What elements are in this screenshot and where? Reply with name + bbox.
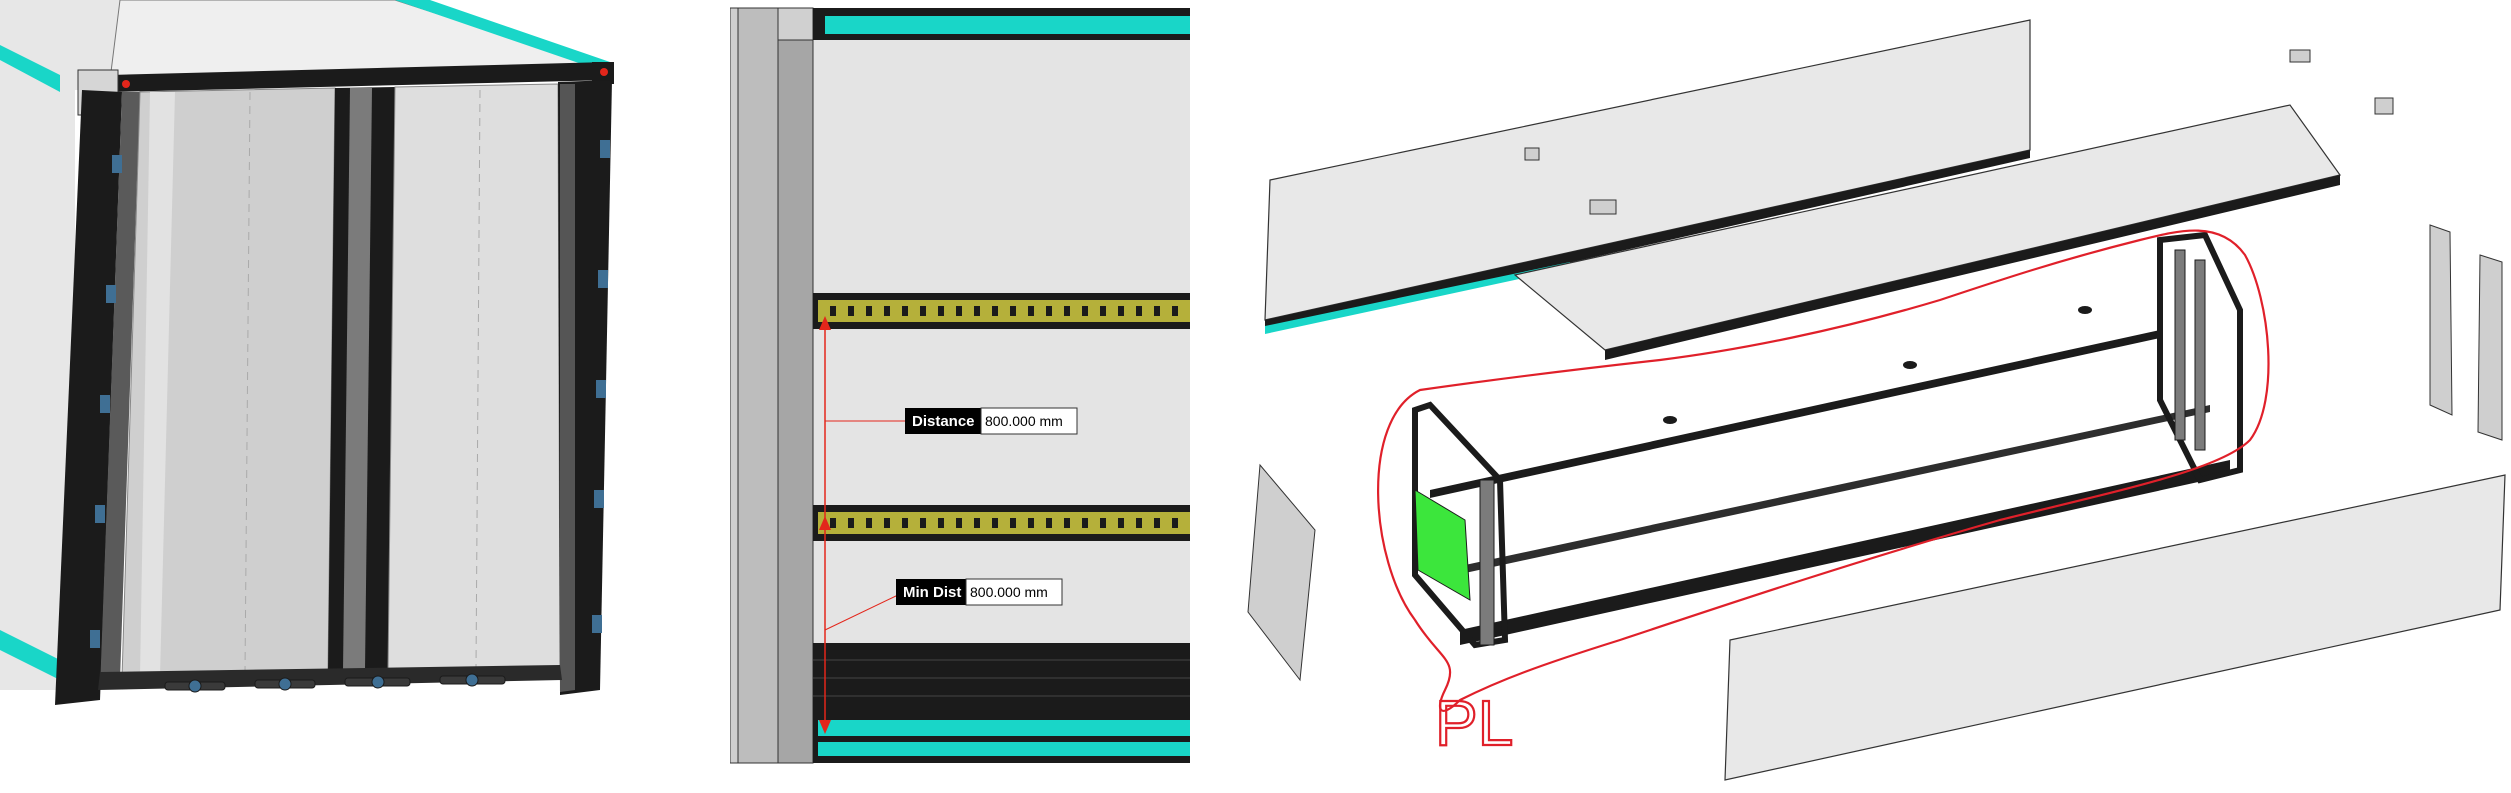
bottom-clamps: [164, 673, 506, 693]
frame-left-post: [1479, 479, 1495, 646]
red-annotation-outline: [1377, 229, 2270, 712]
lower-mounting-rail-face: [818, 512, 1190, 534]
measure-arrow-top: [819, 316, 831, 330]
left-cyan-edge: [0, 45, 60, 92]
left-hinges: [90, 155, 122, 648]
pl-annotation: PL: [1435, 687, 1513, 759]
bottom-cyan-rail-lower: [818, 742, 1190, 756]
frame-hole-3: [2078, 306, 2092, 314]
bottom-cyan-rail: [818, 720, 1190, 736]
frame-bottom-rail: [1460, 460, 2230, 645]
corner-block: [777, 7, 814, 41]
exploded-assembly-drawing: PL: [1247, 19, 2506, 781]
right-side-plate-2: [2477, 254, 2503, 441]
frame-top-rail: [1430, 330, 2160, 498]
left-side-plate: [1247, 463, 1316, 682]
door-panel-right: [387, 83, 561, 671]
left-profile-face: [777, 29, 814, 764]
frame-right-end: [2157, 231, 2243, 484]
distance-label: Distance: [912, 413, 975, 430]
roof-panel-left-cyan: [1265, 262, 1570, 334]
min-dist-callout: Min Dist 800.000 mm: [896, 578, 1063, 606]
door-panel-left-highlight: [140, 92, 175, 677]
frame-middle-rail: [1465, 405, 2210, 573]
left-cyan-edge-bottom: [0, 630, 60, 680]
center-post-inner: [343, 88, 372, 671]
left-profile-outer: [730, 7, 739, 764]
upper-mounting-rail-face: [818, 300, 1190, 322]
top-cyan-edge: [395, 0, 610, 72]
right-post-inner: [560, 84, 575, 692]
base-panel: [1724, 474, 2506, 781]
right-side-plate-1: [2429, 224, 2453, 416]
top-cyan-rail: [825, 16, 1190, 34]
frame-left-end: [1412, 401, 1509, 649]
min-dist-label: Min Dist: [903, 584, 961, 601]
frame-hole-1: [1663, 416, 1677, 424]
frame-hole-2: [1903, 361, 1917, 369]
corner-marker-left: [122, 80, 130, 88]
left-profile: [737, 7, 779, 764]
measurement-view: Distance 800.000 mm Min Dist 800.000 mm: [730, 0, 1190, 793]
measure-arrow-upper-rail: [819, 516, 831, 530]
right-hinges: [592, 140, 610, 633]
lower-rail-slots: [830, 518, 1178, 528]
frame-right-post-1: [2174, 249, 2186, 441]
min-dist-value: 800.000 mm: [970, 584, 1048, 600]
top-frame-rail: [110, 62, 612, 92]
green-mounting-plate: [1414, 489, 1471, 601]
measurement-drawing: Distance 800.000 mm Min Dist 800.000 mm: [730, 7, 1190, 764]
cabinet-front-view: [0, 0, 620, 793]
measure-arrow-bottom: [819, 720, 831, 734]
left-side-panel: [0, 0, 120, 690]
cabinet-front-drawing: [0, 0, 614, 705]
left-post-inner: [100, 92, 140, 690]
distance-callout: Distance 800.000 mm: [905, 407, 1078, 435]
frame-assembly: [1412, 231, 2243, 649]
roof-panel-right-edge: [1605, 175, 2340, 360]
min-dist-leader: [824, 594, 899, 631]
back-plate: [810, 30, 1190, 720]
door-center-line-2: [244, 91, 251, 673]
distance-value: 800.000 mm: [985, 413, 1063, 429]
door-center-line: [475, 89, 481, 669]
corner-marker-right: [600, 68, 608, 76]
upper-rail-slots: [830, 306, 1178, 316]
frame-right-post-2: [2194, 259, 2206, 451]
exploded-assembly-view: PL: [1240, 0, 2511, 793]
roof-brackets: [1524, 49, 2394, 215]
